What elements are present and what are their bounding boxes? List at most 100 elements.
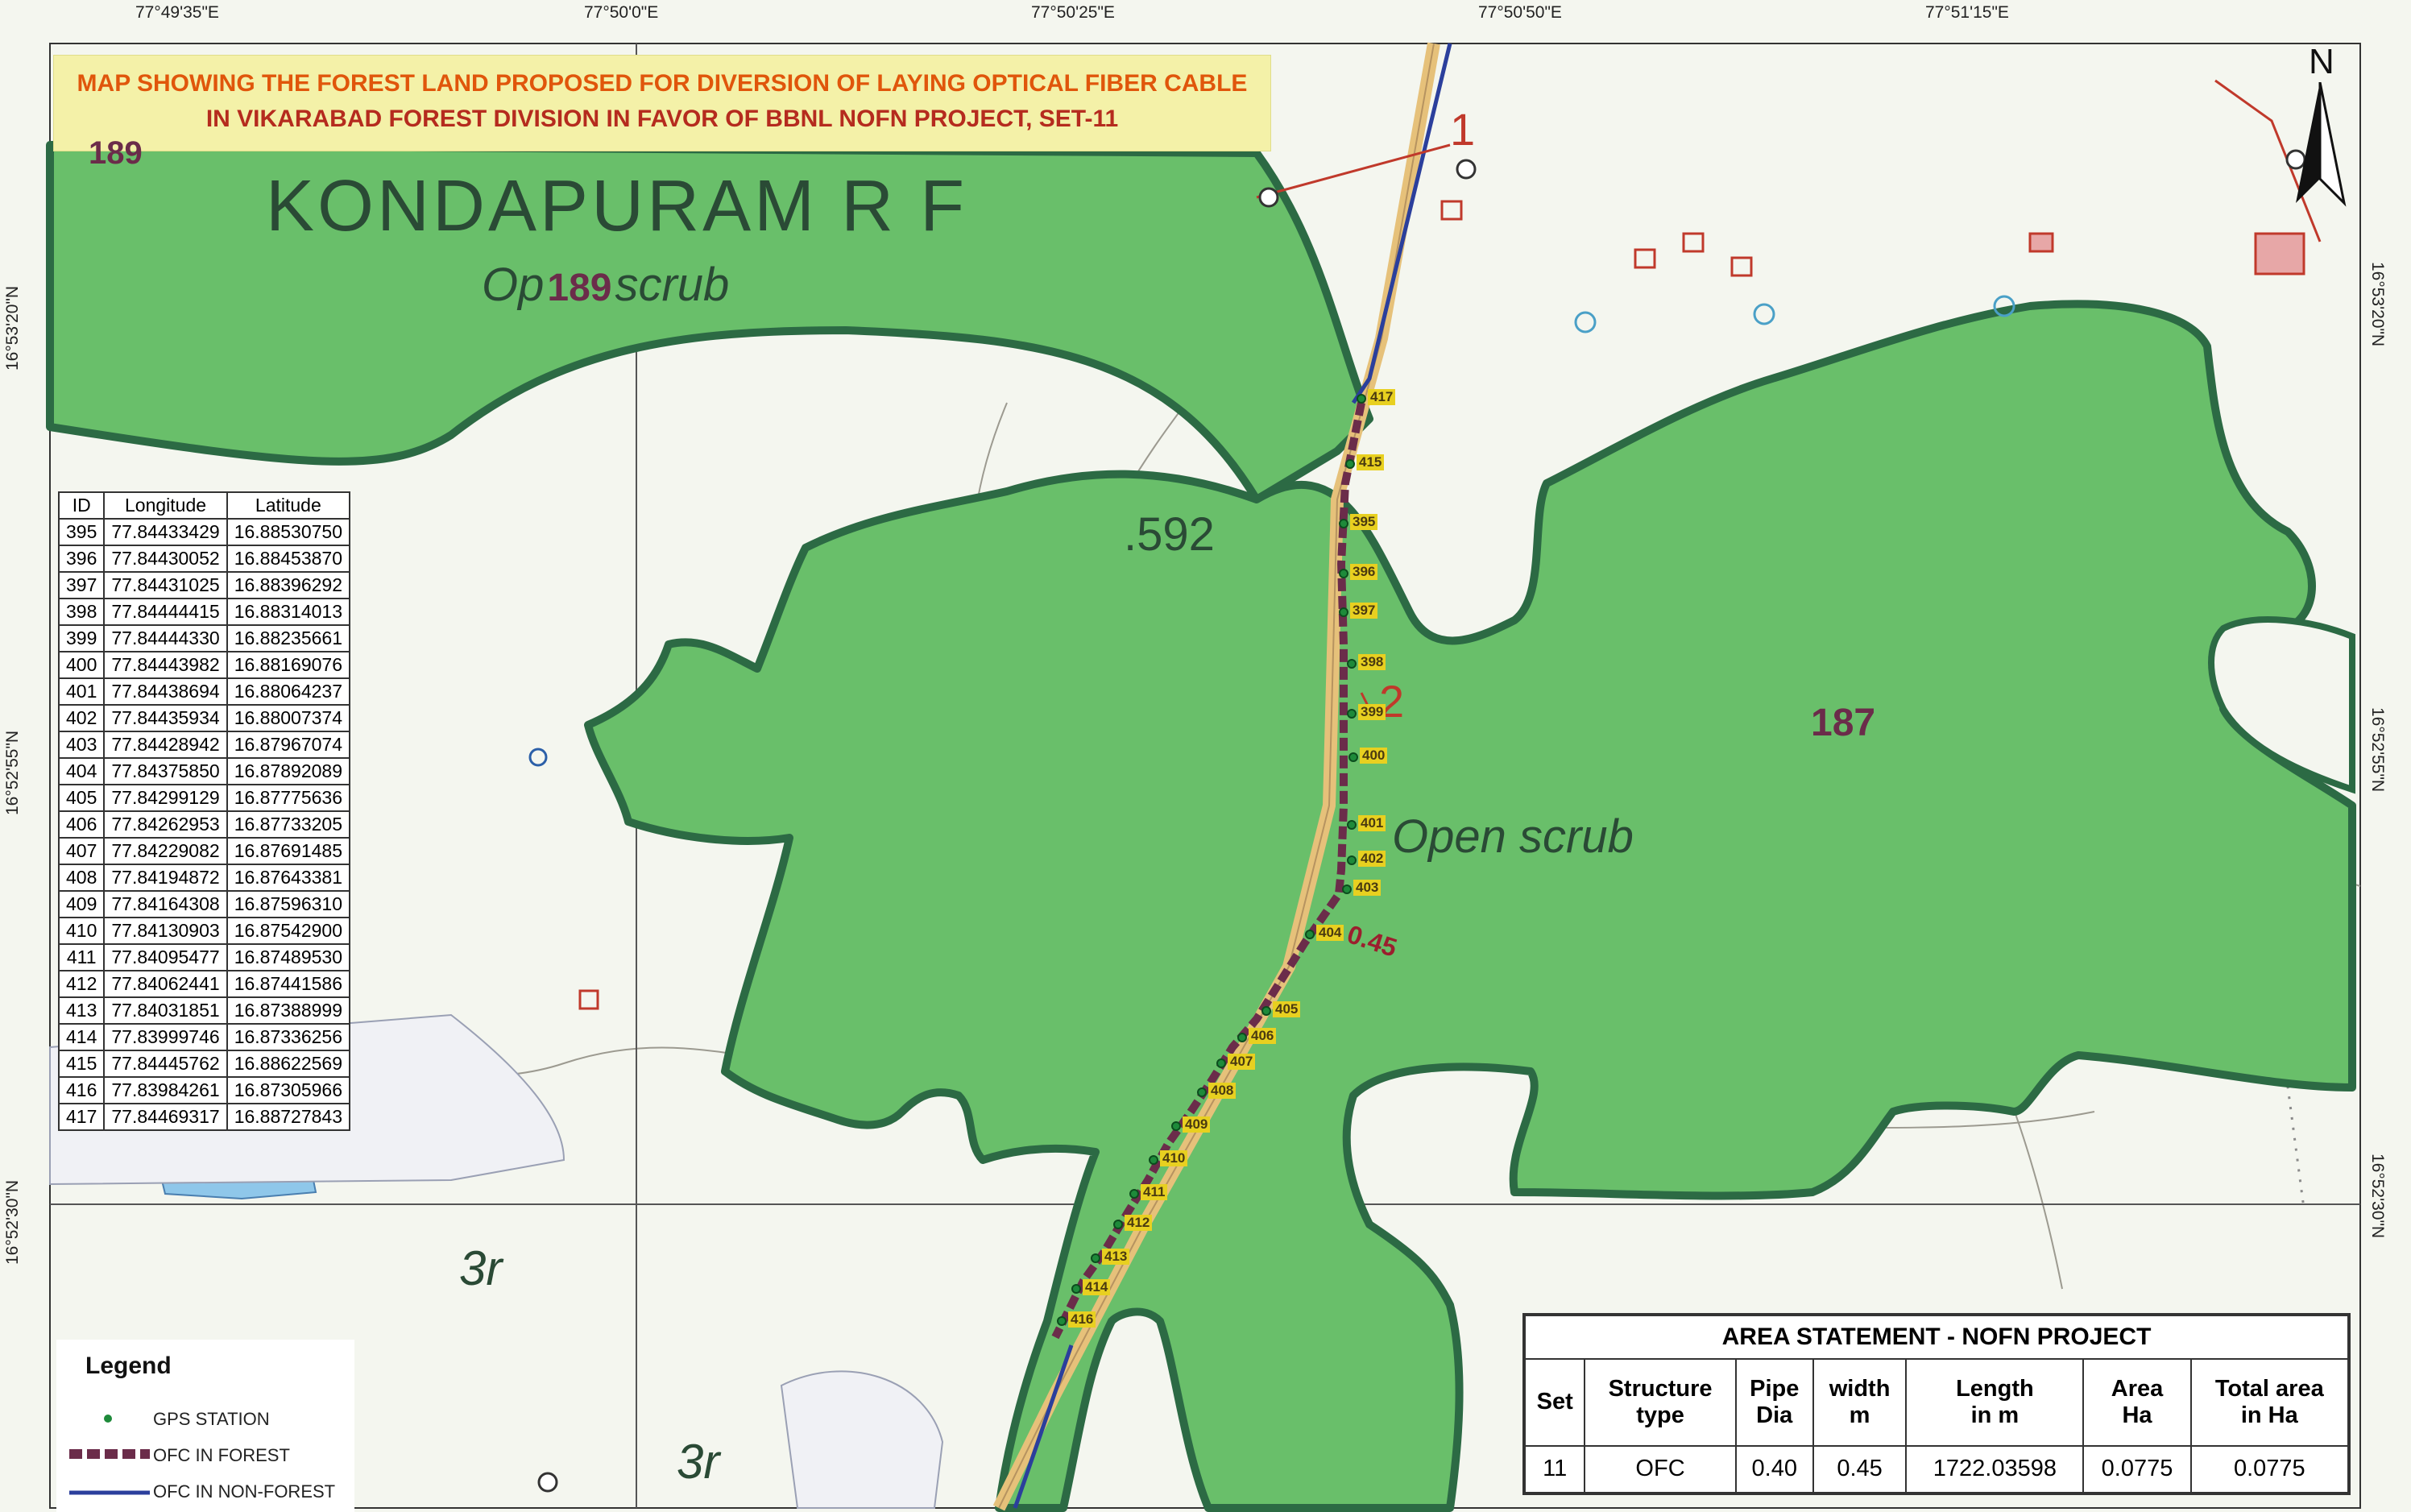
north-label: N [2309,42,2334,81]
gps-station-label: 402 [1358,851,1386,867]
cell-longitude: 77.84031851 [103,996,228,1025]
cell-longitude: 77.83984261 [103,1076,228,1104]
open-scrub-label-1: Op189scrub [482,258,729,312]
cell-latitude: 16.88007374 [226,704,351,732]
gps-station-label: 401 [1358,815,1386,831]
cell-latitude: 16.87775636 [226,784,351,812]
coord-top-1: 77°49'35"E [135,3,219,22]
gps-station-icon [1237,1033,1247,1042]
gps-station-label: 409 [1183,1116,1211,1133]
cell-longitude: 77.84428942 [103,731,228,759]
compartment-label-189: 189 [547,267,612,309]
cell-latitude: 16.87305966 [226,1076,351,1104]
cell-latitude: 16.88314013 [226,598,351,626]
cell-id: 417 [57,1103,106,1131]
gps-station-label: 395 [1350,514,1378,530]
gps-station-icon [1342,884,1352,894]
cell-id: 414 [57,1023,106,1051]
cell-longitude: 77.84443982 [103,651,228,679]
gps-station-label: 396 [1350,564,1378,580]
cell-latitude: 16.87691485 [226,837,351,865]
cell-latitude: 16.88396292 [226,571,351,599]
cell-longitude: 77.84433429 [103,518,228,546]
gps-station-icon [1347,709,1357,719]
cell-latitude: 16.87892089 [226,757,351,785]
gps-station-label: 408 [1208,1083,1237,1099]
gps-station-icon [1113,1220,1123,1229]
cell-id: 405 [57,784,106,812]
legend: Legend GPS STATION OFC IN FOREST OFC IN … [56,1340,354,1512]
cell-latitude: 16.87441586 [226,970,351,998]
column-header-latitude: Latitude [226,491,351,520]
north-arrow: N [2288,42,2352,215]
gps-station-label: 411 [1141,1184,1168,1200]
as-cell-set: 11 [1523,1444,1586,1494]
cell-latitude: 16.88530750 [226,518,351,546]
coord-right-2: 16°52'55"N [2368,707,2387,793]
legend-item-ofc-forest: OFC IN FOREST [153,1445,290,1465]
cell-longitude: 77.84164308 [103,890,228,918]
gps-station-icon [1347,820,1357,830]
cell-longitude: 77.84130903 [103,917,228,945]
as-cell-width: 0.45 [1812,1444,1908,1494]
cell-id: 408 [57,864,106,892]
cell-id: 400 [57,651,106,679]
as-cell-area: 0.0775 [2082,1444,2192,1494]
gps-station-label: 412 [1125,1215,1153,1231]
gps-station-icon [1339,607,1348,617]
as-cell-total-area: 0.0775 [2189,1444,2350,1494]
gps-station-icon [1149,1155,1158,1165]
village-symbols [578,200,2305,1010]
legend-title: Legend [85,1353,172,1379]
gps-station-label: 410 [1160,1150,1188,1166]
cell-id: 399 [57,624,106,652]
gps-station-icon [1345,459,1355,469]
area-statement-table: AREA STATEMENT - NOFN PROJECT Set Struct… [1522,1313,2351,1495]
gps-station-icon [1091,1253,1100,1263]
gps-station-label: 417 [1368,389,1396,405]
cell-id: 416 [57,1076,106,1104]
cell-longitude: 77.84062441 [103,970,228,998]
coord-top-5: 77°51'15"E [1925,3,2009,22]
cell-latitude: 16.88064237 [226,677,351,706]
cell-longitude: 77.84095477 [103,943,228,971]
cell-longitude: 77.84229082 [103,837,228,865]
coord-left-2: 16°52'55"N [3,730,22,815]
gps-station-label: 397 [1350,603,1378,619]
gps-station-icon [1071,1284,1081,1294]
cell-id: 411 [57,943,106,971]
gps-station-icon [1339,569,1348,578]
cell-id: 395 [57,518,106,546]
gps-station-icon [104,1415,112,1423]
gps-station-icon [1261,1006,1271,1016]
gps-station-label: 415 [1357,454,1385,470]
well-symbols [537,149,2306,1493]
coord-right-1: 16°53'20"N [2368,262,2387,347]
gps-station-label: 400 [1360,748,1388,764]
forest-kondapuram [46,141,1373,503]
forest-central [584,300,2356,1512]
cell-longitude: 77.84444415 [103,598,228,626]
gps-station-icon [1339,519,1348,528]
map-title-box: MAP SHOWING THE FOREST LAND PROPOSED FOR… [53,55,1271,151]
forest-areas [46,141,2356,1512]
gps-station-label: 414 [1083,1279,1111,1295]
